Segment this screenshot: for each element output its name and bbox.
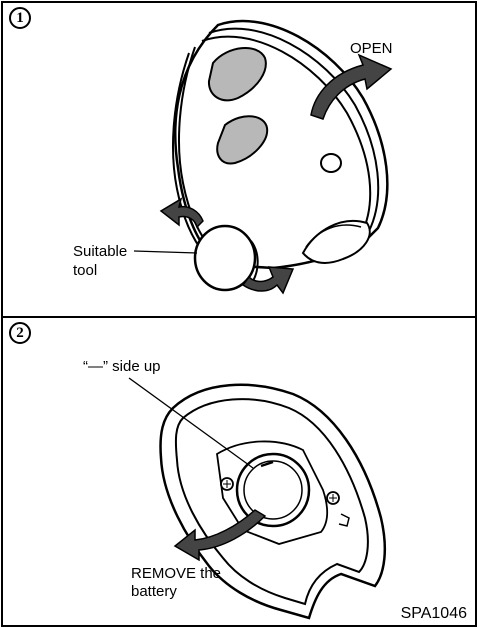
step-2-panel: 2 “—” side up REMOVE the battery SPA1046	[1, 318, 477, 627]
key-fob-open-illustration	[133, 19, 393, 295]
step-number-1: 1	[9, 7, 31, 29]
side-up-label: “—” side up	[83, 358, 161, 375]
step-1-panel: 1 OPEN Suitable tool	[1, 1, 477, 318]
battery-removal-illustration	[128, 377, 387, 620]
open-label: OPEN	[350, 40, 393, 57]
suitable-tool-label-line1: Suitable	[73, 243, 128, 260]
step-number-2: 2	[9, 322, 31, 344]
figure-code: SPA1046	[400, 605, 467, 622]
remove-battery-label-line1: REMOVE the	[131, 565, 222, 582]
remove-battery-label-line2: battery	[131, 583, 177, 600]
suitable-tool-label-line2: tool	[73, 262, 98, 279]
